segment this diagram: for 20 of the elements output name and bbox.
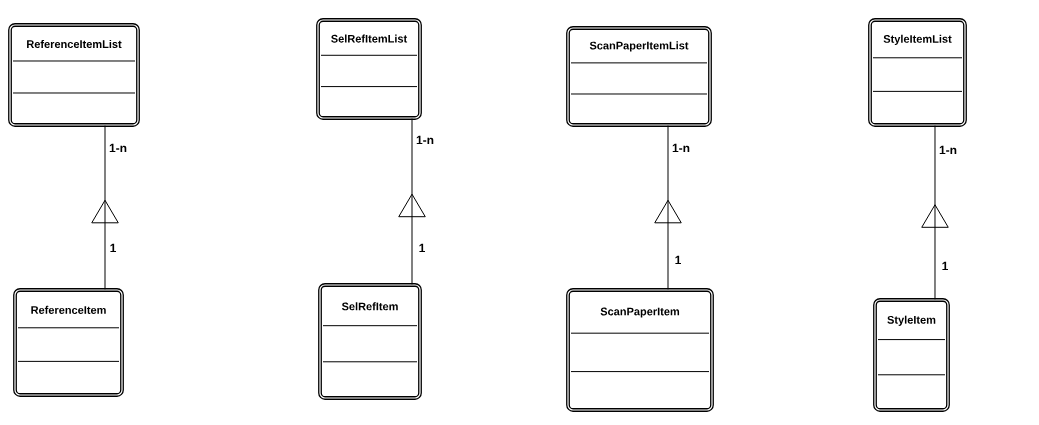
multiplicity-label: 1 (110, 243, 116, 253)
class-box: SelRefItemList (316, 18, 422, 120)
inheritance-arrow (654, 125, 682, 290)
class-box: SelRefItem (318, 283, 422, 400)
class-box: StyleItem (873, 298, 950, 412)
inheritance-arrow (921, 125, 949, 300)
multiplicity-label: 1-n (109, 143, 127, 153)
multiplicity-label: 1 (675, 255, 681, 265)
multiplicity-label: 1-n (416, 135, 434, 145)
multiplicity-label: 1-n (672, 143, 690, 153)
class-box: ScanPaperItem (566, 288, 714, 412)
class-box: StyleItemList (868, 18, 967, 127)
class-box: ScanPaperItemList (566, 26, 712, 127)
inheritance-arrow (91, 125, 119, 290)
class-box: ReferenceItemList (8, 23, 140, 127)
class-box: ReferenceItem (13, 288, 124, 397)
multiplicity-label: 1-n (939, 145, 957, 155)
multiplicity-label: 1 (942, 261, 948, 271)
multiplicity-label: 1 (419, 243, 425, 253)
inheritance-arrow (398, 118, 426, 285)
